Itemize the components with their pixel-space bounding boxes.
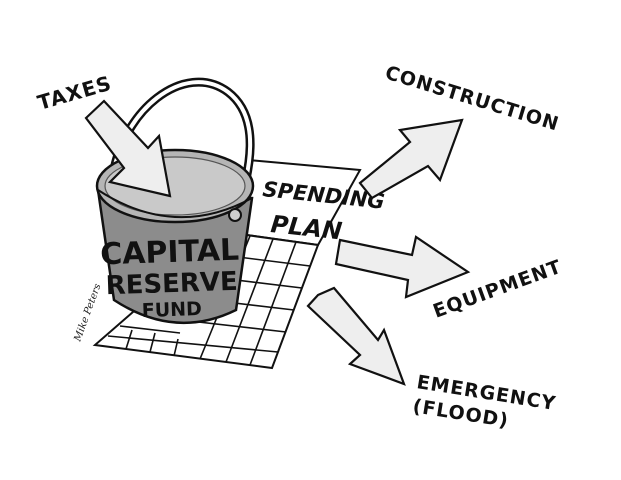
taxes-arrow <box>84 99 172 198</box>
handle-rivet <box>228 208 242 222</box>
bucket-line2: RESERVE <box>105 267 238 302</box>
bucket-line1: CAPITAL <box>100 233 240 273</box>
construction-arrow <box>358 118 464 200</box>
bucket-line3: FUND <box>141 298 202 322</box>
emergency-arrow <box>306 286 406 386</box>
label-construction: CONSTRUCTION <box>383 62 562 136</box>
equipment-arrow <box>334 235 471 299</box>
artist-signature: Mike Peters <box>72 282 103 344</box>
